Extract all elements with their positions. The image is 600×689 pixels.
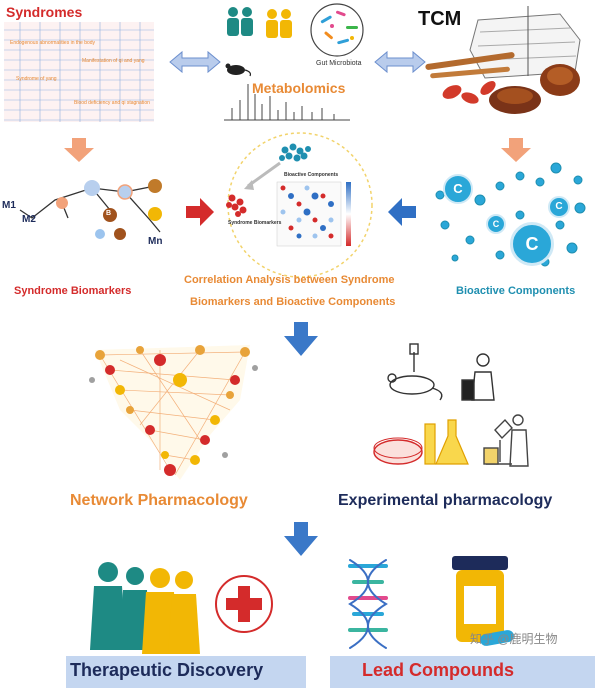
network-pharmacology-graph — [89, 345, 258, 480]
people-icon-gold — [266, 9, 292, 38]
dna-helix-icon — [348, 559, 388, 649]
correlation-heatmap — [276, 181, 351, 247]
syndrome-note-4: Blood deficiency and qi stagnation — [74, 100, 150, 106]
component-node-c3: C — [548, 196, 570, 218]
syndrome-note-3: Syndrome of yang — [16, 76, 57, 82]
therapeutic-banner — [66, 656, 306, 688]
heatmap-side-label: Syndrome Biomarkers — [228, 220, 282, 226]
people-icon-green — [227, 7, 253, 36]
red-right-arrow — [186, 198, 214, 226]
tcm-title: TCM — [418, 8, 462, 30]
down-arrow-right — [501, 138, 531, 162]
watermark-text: 知乎 @鹿明生物 — [470, 632, 558, 646]
gut-microbiota-icon — [310, 3, 364, 57]
licorice-root-icon — [425, 52, 515, 79]
bioactive-components-title: Bioactive Components — [456, 285, 576, 297]
component-node-c2: C — [510, 222, 554, 266]
network-pharmacology-title: Network Pharmacology — [70, 492, 248, 509]
syringe-mouse-icon — [387, 343, 443, 401]
node-b: B — [106, 210, 112, 217]
herb-bundle-icon — [469, 6, 581, 79]
syndrome-note-1: Endogenous abnormalities in the body — [10, 40, 96, 46]
correlation-line-1: Correlation Analysis between Syndrome — [184, 274, 395, 286]
lead-banner — [330, 656, 595, 688]
component-node-c4: C — [486, 214, 506, 234]
bioactive-molecules — [435, 162, 586, 267]
flask-icon — [424, 419, 469, 465]
biomarker-network — [19, 179, 162, 240]
lead-compounds-title: Lead Compounds — [362, 660, 514, 680]
experimental-pharmacology-title: Experimental pharmacology — [338, 492, 553, 509]
patients-group-icon — [90, 562, 200, 654]
syndromes-title: Syndromes — [6, 4, 83, 20]
node-m1: M1 — [2, 200, 16, 211]
microscope-icon — [483, 414, 529, 467]
mouse-icon — [225, 63, 252, 77]
metabolomics-title: Metabolomics — [252, 80, 346, 96]
double-arrow-right — [374, 50, 426, 74]
down-arrow-left — [64, 138, 94, 162]
component-node-c1: C — [443, 174, 473, 204]
reishi-mushroom-icon — [489, 64, 580, 114]
scientist-icon — [461, 353, 495, 401]
big-down-arrow-1 — [284, 322, 318, 356]
syndrome-note-2: Manifestation of qi and yang — [82, 58, 145, 64]
double-arrow-left — [169, 50, 221, 74]
goji-berry-icon — [442, 81, 496, 104]
gut-microbiota-label: Gut Microbiota — [316, 60, 362, 67]
syndromes-grid — [4, 22, 154, 122]
correlation-line-2: Biomarkers and Bioactive Components — [190, 296, 396, 308]
heatmap-title: Bioactive Components — [284, 172, 339, 178]
therapeutic-discovery-title: Therapeutic Discovery — [70, 660, 264, 680]
mass-spectrum — [224, 84, 350, 121]
node-mn: Mn — [148, 236, 163, 247]
big-down-arrow-2 — [284, 522, 318, 556]
petri-dish-icon — [373, 437, 423, 465]
syndrome-biomarkers-title: Syndrome Biomarkers — [14, 285, 132, 297]
node-m2: M2 — [22, 214, 36, 225]
correlation-circle — [226, 132, 373, 278]
pill-bottle-icon — [452, 556, 514, 646]
medical-cross-icon — [215, 575, 273, 633]
blue-left-arrow — [388, 198, 416, 226]
